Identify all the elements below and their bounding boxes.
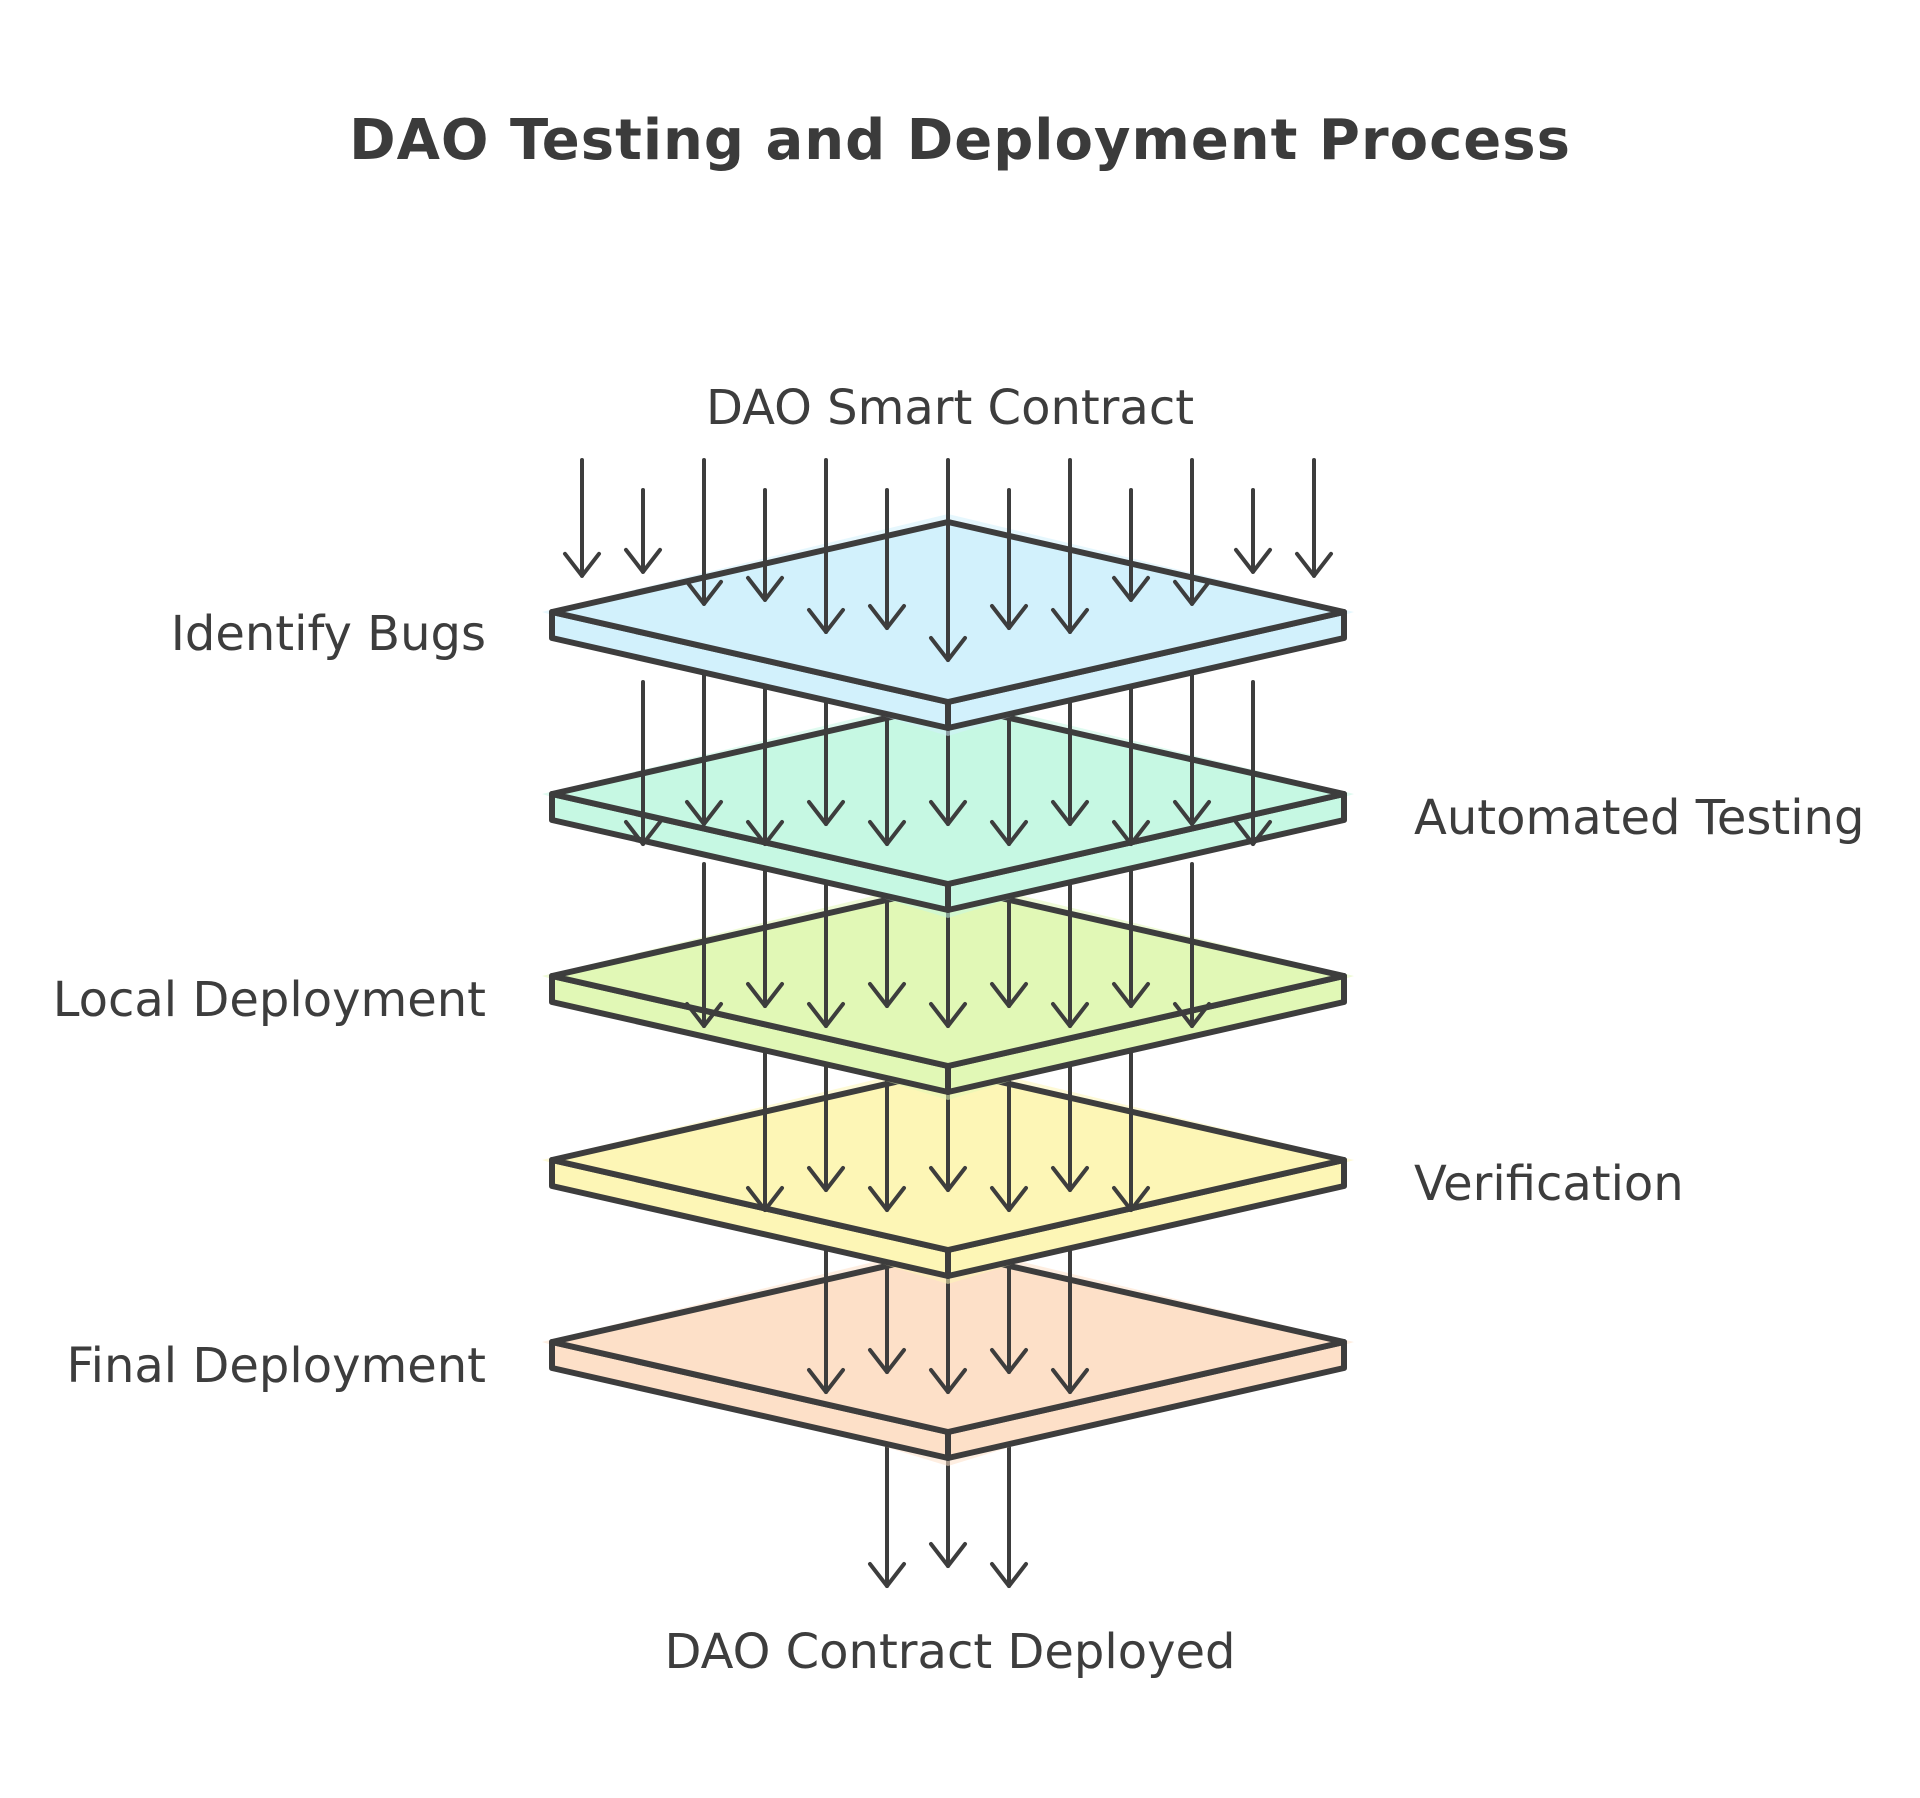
input-arrow: [868, 488, 906, 630]
flow-arrow: [746, 844, 784, 1008]
input-arrow: [1173, 458, 1211, 606]
input-arrow: [685, 458, 723, 606]
layer-label-verification: Verification: [1414, 1156, 1684, 1212]
input-arrow: [563, 458, 601, 578]
flow-arrow: [1112, 680, 1150, 846]
flow-arrow: [807, 862, 845, 1028]
input-arrow: [1295, 458, 1333, 578]
input-label: DAO Smart Contract: [705, 380, 1195, 436]
input-arrow: [1112, 488, 1150, 602]
layer-label-automated-testing: Automated Testing: [1414, 790, 1865, 846]
flow-arrow: [685, 662, 723, 826]
layer-label-identify-bugs: Identify Bugs: [170, 606, 486, 662]
flow-arrow: [1051, 1228, 1089, 1394]
flow-arrow: [1173, 862, 1211, 1028]
layer-label-local-deployment: Local Deployment: [52, 972, 486, 1028]
arrows-below-layer-4: [807, 1210, 1089, 1394]
input-arrow: [746, 488, 784, 602]
flow-arrow: [807, 1228, 845, 1394]
input-arrow: [1234, 488, 1272, 574]
input-arrow: [929, 458, 967, 662]
flow-arrow: [1112, 844, 1150, 1008]
input-arrow: [1051, 458, 1089, 634]
flow-arrow: [1112, 1044, 1150, 1212]
input-arrow: [807, 458, 845, 634]
flow-arrow: [746, 680, 784, 846]
flow-arrow: [1173, 662, 1211, 826]
arrows-into-top-layer: [563, 458, 1333, 662]
output-label: DAO Contract Deployed: [664, 1624, 1236, 1680]
input-arrow: [990, 488, 1028, 630]
diagram-title: DAO Testing and Deployment Process: [349, 108, 1571, 173]
flow-arrow: [1234, 680, 1272, 846]
flow-arrow: [1051, 862, 1089, 1028]
input-arrow: [624, 488, 662, 574]
flow-arrow: [685, 862, 723, 1028]
layer-label-final-deployment: Final Deployment: [66, 1338, 486, 1394]
flow-arrow: [746, 1044, 784, 1212]
flow-arrow: [624, 680, 662, 846]
